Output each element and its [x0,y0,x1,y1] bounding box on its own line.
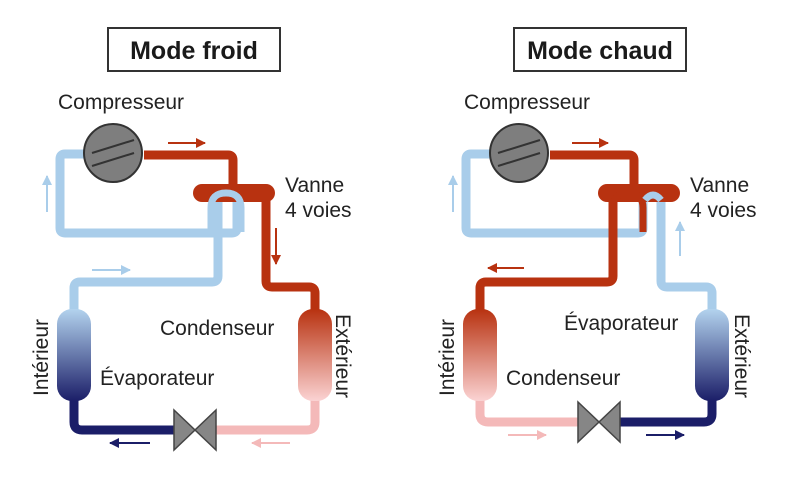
heating-outdoor-coil-label: Évaporateur [564,312,678,335]
heating-outdoor-label: Extérieur [730,314,753,398]
heating-title-box: Mode chaud [513,27,687,72]
cooling-outdoor-coil [298,309,332,401]
heating-pipe-from-outdoor [656,199,717,312]
cooling-outdoor-coil-label: Condenseur [160,317,274,340]
heating-valve-label-line1: Vanne [690,174,749,197]
cooling-pipe-suction [55,149,242,238]
cooling-outdoor-label: Extérieur [331,314,354,398]
heating-pipe-discharge [550,150,639,186]
cooling-title: Mode froid [130,37,258,65]
heating-pipe-liquid-line [475,397,578,427]
heating-indoor-coil [463,309,497,401]
heating-indoor-label: Intérieur [436,319,459,396]
cooling-indoor-coil-label: Évaporateur [100,367,214,390]
cooling-pipe-to-outdoor [261,199,320,312]
heating-valve-label-line2: 4 voies [690,199,757,222]
heating-mode-panel: Mode chaud [436,27,757,444]
heating-pipe-low-pressure [620,397,717,427]
heating-pipe-to-indoor [475,199,618,312]
heating-compressor-label: Compresseur [464,91,590,114]
cooling-expansion-valve-icon [173,408,217,452]
cooling-pipe-to-indoor [69,199,223,312]
heating-compressor-icon [489,123,549,183]
heating-outdoor-coil [695,309,729,401]
heating-indoor-coil-label: Condenseur [506,367,620,390]
cooling-pipe-discharge [144,150,238,186]
heating-expansion-valve-icon [577,400,621,444]
cooling-pipe-liquid-line [216,397,320,435]
cooling-mode-panel: Mode froid [30,27,354,452]
cooling-valve-label-line1: Vanne [285,174,344,197]
cooling-four-way-valve [193,184,275,232]
cooling-indoor-label: Intérieur [30,319,53,396]
cooling-pipe-low-pressure [69,397,174,435]
cooling-compressor-icon [83,123,143,183]
heating-title: Mode chaud [527,37,673,65]
heating-four-way-valve [598,184,680,232]
cooling-compressor-label: Compresseur [58,91,184,114]
cooling-indoor-coil [57,309,91,401]
cooling-valve-label-line2: 4 voies [285,199,352,222]
cooling-title-box: Mode froid [107,27,281,72]
